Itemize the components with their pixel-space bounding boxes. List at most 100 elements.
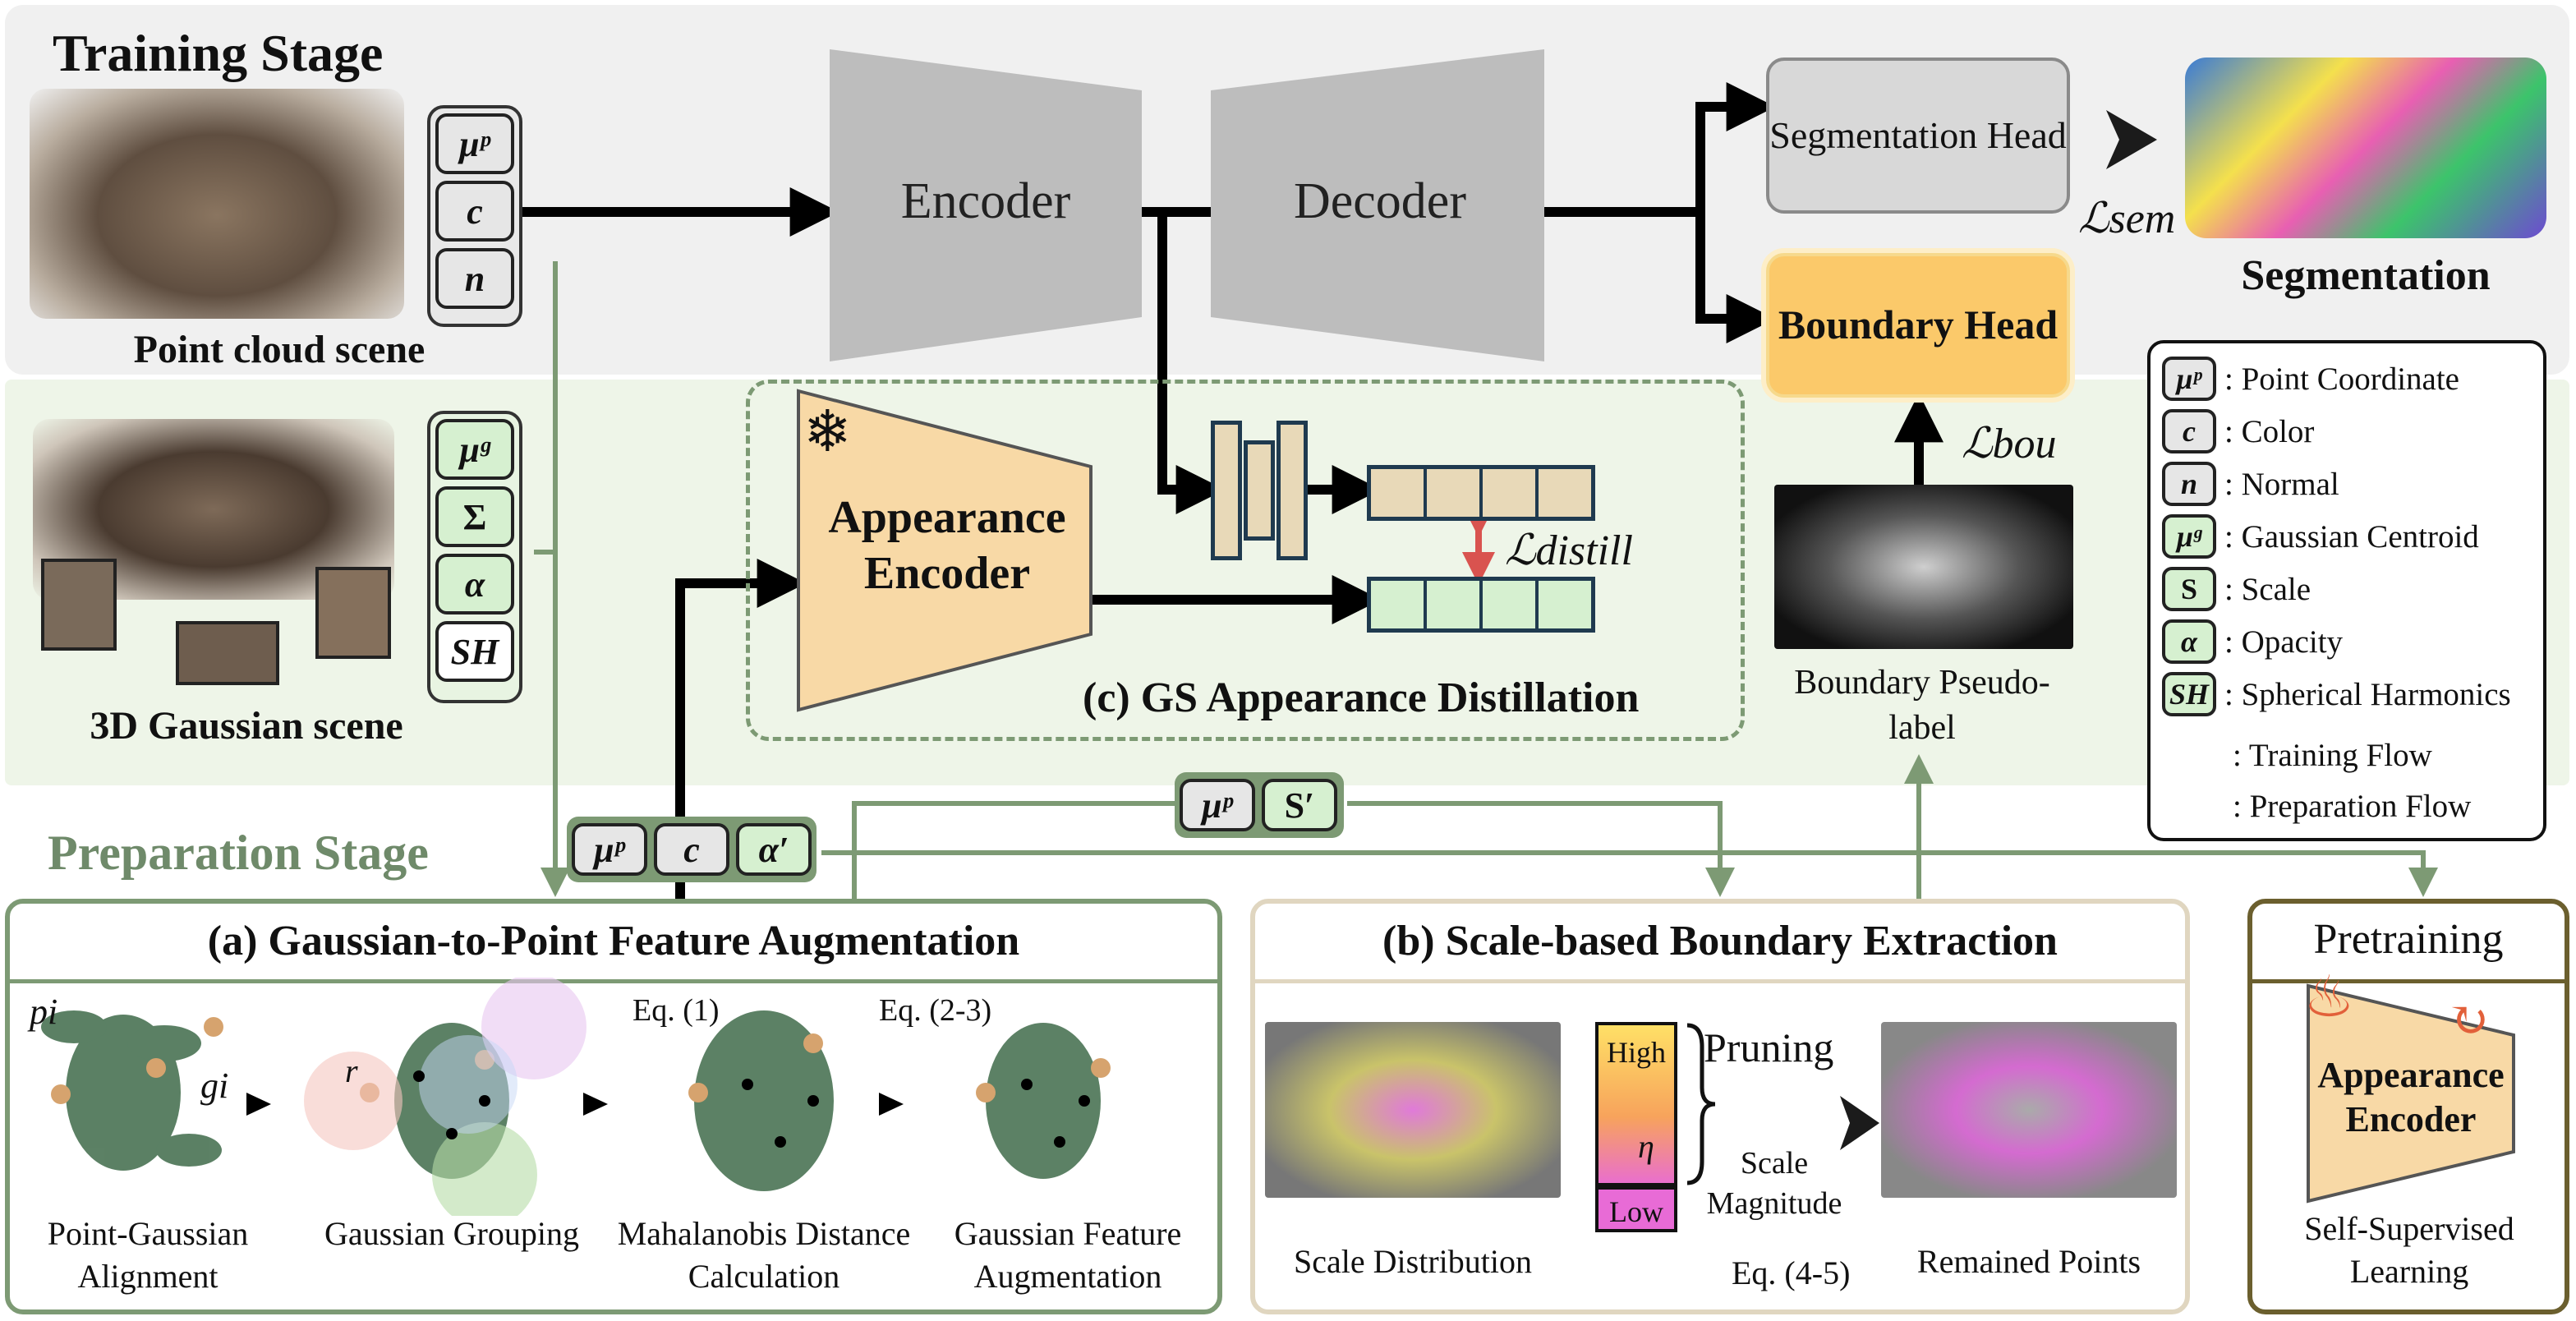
step-alignment: Point-Gaussian Alignment	[47, 1215, 249, 1295]
teacher-layer-1	[1211, 421, 1242, 560]
legend: μᵖ : Point Coordinate c : Color n : Norm…	[2147, 340, 2546, 841]
gaussian-view-thumb-2	[176, 621, 279, 685]
pretraining-panel: Pretraining	[2247, 899, 2569, 1314]
refresh-icon: ↻	[2448, 993, 2490, 1047]
eta-label: η	[1638, 1128, 1654, 1165]
appearance-encoder-shape	[797, 389, 1092, 712]
decoder-label: Decoder	[1294, 173, 1466, 229]
g-i-label: gi	[200, 1066, 229, 1106]
teacher-layer-3	[1276, 421, 1308, 560]
legend-label: : Scale	[2224, 571, 2312, 607]
point-cloud-caption: Point cloud scene	[133, 328, 426, 371]
key-mu-g: μᵍ	[435, 419, 514, 480]
gaussian-scene-caption: 3D Gaussian scene	[90, 704, 403, 748]
legend-row-spherical-harmonics: SH : Spherical Harmonics	[2162, 672, 2511, 716]
encoder-label: Encoder	[900, 173, 1071, 229]
encoder-decoder-shapes	[830, 49, 1544, 361]
colorbar-high: High	[1607, 1036, 1666, 1069]
preparation-stage-title: Preparation Stage	[48, 826, 429, 880]
legend-key: S	[2162, 567, 2216, 611]
legend-training-flow: : Training Flow	[2233, 737, 2432, 773]
legend-row-normal: n : Normal	[2162, 462, 2339, 506]
pretraining-encoder-shape	[2307, 983, 2515, 1204]
panel-b-divider	[1255, 979, 2185, 983]
legend-preparation-flow: : Preparation Flow	[2233, 788, 2472, 824]
eta-threshold-line	[1595, 1183, 1677, 1190]
student-feature-vector	[1367, 577, 1595, 633]
remained-points-caption: Remained Points	[1916, 1243, 2141, 1280]
legend-key: c	[2162, 409, 2216, 453]
eq1-label: Eq. (1)	[632, 993, 720, 1028]
trainable-flame-icon: ♨	[2303, 966, 2355, 1029]
scale-distribution-caption: Scale Distribution	[1294, 1243, 1532, 1280]
pruning-brace	[1686, 1023, 1716, 1185]
panel-a-title: (a) Gaussian-to-Point Feature Augmentati…	[207, 918, 1020, 964]
prep-keys-b: μᵖ S′	[1175, 772, 1344, 838]
key-c: c	[435, 181, 514, 242]
loss-distill: ℒdistill	[1505, 527, 1633, 574]
legend-key: μᵍ	[2162, 514, 2216, 559]
legend-key: SH	[2162, 672, 2216, 716]
appearance-encoder-label: Appearance Encoder	[828, 492, 1066, 600]
legend-label: : Gaussian Centroid	[2224, 518, 2479, 555]
p-i-label: pi	[30, 992, 58, 1032]
colorbar-low: Low	[1609, 1195, 1663, 1228]
point-keys: μᵖ c n	[427, 105, 522, 327]
scale-distribution-image	[1265, 1022, 1561, 1198]
legend-row-color: c : Color	[2162, 409, 2314, 453]
loss-sem: ℒsem	[2078, 196, 2176, 242]
panel-a-divider	[10, 979, 1217, 983]
boundary-pseudo-label-image	[1774, 485, 2073, 649]
legend-key: α	[2162, 619, 2216, 664]
distillation-box	[746, 380, 1745, 741]
loss-bou: ℒbou	[1962, 421, 2057, 467]
legend-key: n	[2162, 462, 2216, 506]
point-cloud-scene-image	[30, 89, 404, 319]
legend-label: : Point Coordinate	[2224, 361, 2459, 397]
boundary-pseudo-label-caption: Boundary Pseudo-label	[1794, 664, 2050, 747]
pretraining-divider	[2252, 979, 2564, 983]
key-mu-p: μᵖ	[435, 113, 514, 174]
teacher-feature-vector	[1367, 465, 1595, 521]
panel-b-title: (b) Scale-based Boundary Extraction	[1382, 918, 2058, 964]
training-stage-title: Training Stage	[53, 24, 384, 82]
key-c: c	[654, 823, 729, 876]
segmentation-head: Segmentation Head	[1766, 58, 2070, 214]
scale-colorbar	[1595, 1022, 1677, 1232]
legend-key: μᵖ	[2162, 357, 2216, 401]
gaussian-view-thumb-1	[41, 559, 117, 651]
boundary-head: Boundary Head	[1766, 253, 2070, 398]
legend-label: : Color	[2224, 413, 2315, 449]
distillation-title: (c) GS Appearance Distillation	[1083, 674, 1640, 721]
key-sh: SH	[435, 621, 514, 682]
gaussian-keys: μᵍ Σ α SH	[427, 411, 522, 703]
pruning-arrow-icon	[1840, 1096, 1879, 1150]
segmentation-result-image	[2185, 58, 2546, 238]
key-mu-p: μᵖ	[572, 823, 647, 876]
key-s-prime: S′	[1262, 779, 1337, 831]
key-alpha: α	[435, 554, 514, 614]
pruning-label: Pruning	[1704, 1024, 1834, 1070]
legend-row-gaussian-centroid: μᵍ : Gaussian Centroid	[2162, 514, 2479, 559]
eq2-label: Eq. (2-3)	[879, 993, 992, 1028]
step-mahalanobis: Mahalanobis Distance Calculation	[617, 1215, 911, 1295]
pretraining-title: Pretraining	[2313, 916, 2504, 963]
key-sigma: Σ	[435, 486, 514, 547]
key-n: n	[435, 248, 514, 309]
panel-b-eq: Eq. (4-5)	[1732, 1254, 1851, 1291]
pretraining-caption: Self-Supervised Learning	[2304, 1210, 2514, 1290]
legend-row-opacity: α : Opacity	[2162, 619, 2343, 664]
step-augmentation: Gaussian Feature Augmentation	[954, 1215, 1182, 1295]
legend-label: : Normal	[2224, 466, 2339, 502]
key-mu-p: μᵖ	[1180, 779, 1255, 831]
prep-keys-a: μᵖ c α′	[567, 817, 816, 882]
step-grouping: Gaussian Grouping	[324, 1215, 579, 1252]
legend-label: : Spherical Harmonics	[2224, 676, 2511, 712]
seg-output-arrow-icon	[2106, 110, 2157, 169]
legend-row-point-coordinate: μᵖ : Point Coordinate	[2162, 357, 2459, 401]
remained-points-image	[1881, 1022, 2177, 1198]
gaussian-view-thumb-3	[315, 567, 391, 659]
pretraining-encoder-label: Appearance Encoder	[2317, 1055, 2505, 1139]
panel-a-illustration	[41, 978, 1111, 1216]
r-label: r	[345, 1052, 358, 1089]
